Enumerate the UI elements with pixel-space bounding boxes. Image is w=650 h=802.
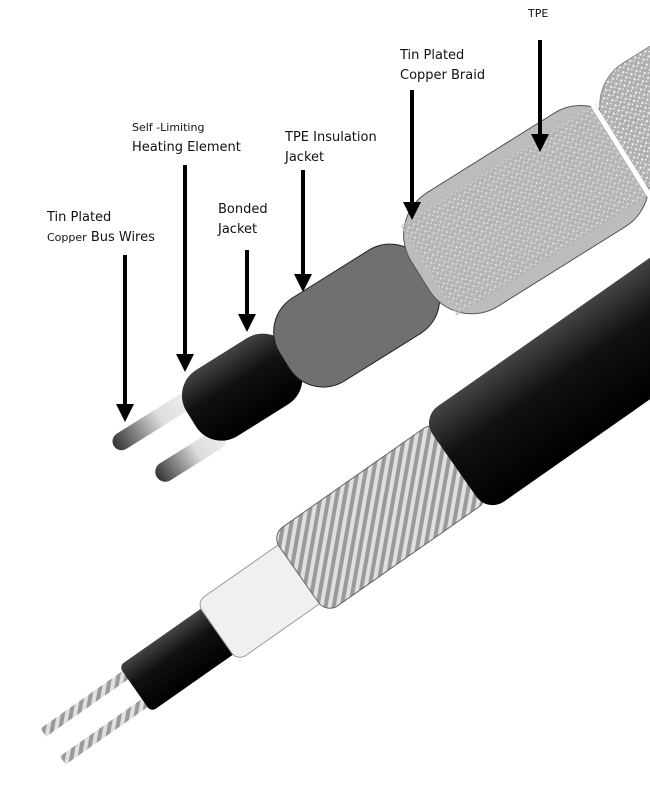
label-bonded-jacket: Bonded Jacket	[218, 200, 268, 240]
label-line: Self -Limiting	[132, 121, 205, 134]
label-line: Bus Wires	[90, 230, 155, 245]
label-line: Tin Plated	[400, 48, 465, 63]
lead-wire-lower	[59, 693, 156, 765]
lead-wire-upper	[40, 665, 137, 737]
bus-wire-upper	[112, 394, 192, 451]
arrow-tpe	[531, 40, 549, 152]
arrow-bus-wires	[116, 255, 134, 422]
bus-wire-lower	[155, 429, 227, 482]
label-copper-braid: Tin Plated Copper Braid	[400, 46, 485, 86]
arrows	[116, 40, 549, 422]
label-line: Bonded	[218, 202, 268, 217]
label-tpe: TPE	[528, 4, 548, 24]
label-line: Copper Braid	[400, 68, 486, 83]
label-line: TPE	[528, 7, 549, 20]
label-tpe-insulation: TPE Insulation Jacket	[285, 128, 377, 168]
label-line: Jacket	[218, 222, 258, 237]
arrow-copper-braid	[403, 90, 421, 220]
label-line: TPE Insulation	[285, 130, 377, 145]
lower-cable	[40, 196, 650, 765]
label-line: Copper	[47, 231, 87, 244]
label-line: Jacket	[285, 150, 325, 165]
label-heating-element: Self -Limiting Heating Element	[132, 118, 241, 158]
black-outer-jacket	[429, 196, 650, 506]
upper-cable	[112, 1, 650, 482]
arrow-heating-element	[176, 165, 194, 372]
label-line: Heating Element	[132, 140, 241, 155]
label-bus-wires: Tin Plated Copper Bus Wires	[47, 208, 155, 248]
black-core	[121, 605, 239, 710]
label-line: Tin Plated	[47, 210, 112, 225]
bonded-jacket	[181, 333, 303, 441]
arrow-bonded-jacket	[238, 250, 256, 332]
arrow-tpe-insulation	[294, 170, 312, 292]
